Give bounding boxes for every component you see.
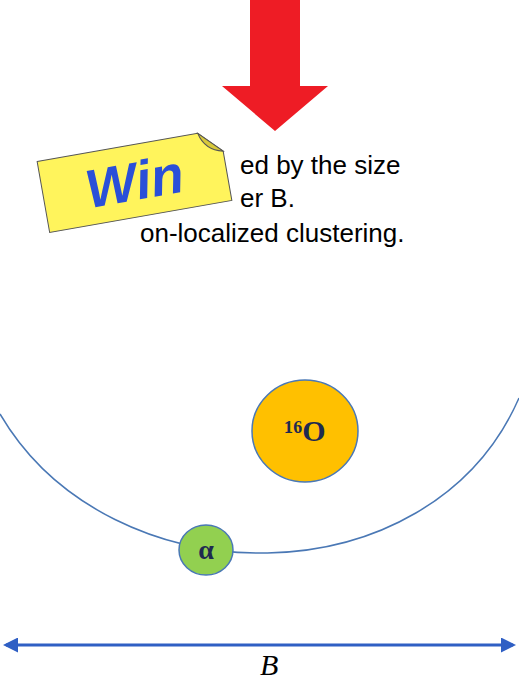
cluster-label: α [198,534,214,566]
body-text: er B. [240,183,295,214]
axis-label: B [260,648,278,682]
size-arrow [6,644,513,647]
cluster-circle [252,380,358,482]
body-text: on-localized clustering. [140,218,404,249]
down-arrow [222,0,328,131]
oxygen-cluster: ¹⁶O [251,379,359,483]
alpha-cluster: α [178,524,234,576]
sticker-note: Win [37,129,232,232]
cluster-circle [179,525,233,575]
body-text: ed by the size [240,150,400,181]
sticker-paper [37,129,232,232]
sticker-fold [198,129,223,154]
cluster-label: ¹⁶O [284,414,325,448]
